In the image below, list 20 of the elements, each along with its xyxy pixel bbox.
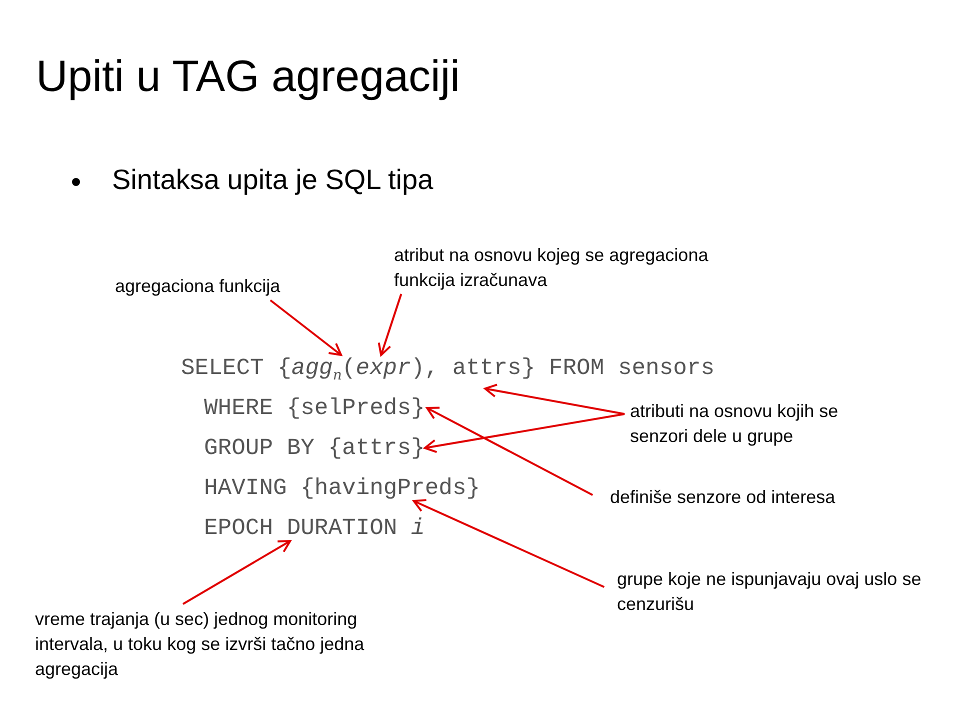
code-line: GROUP BY {attrs}: [204, 435, 425, 461]
slide-title: Upiti u TAG agregaciji: [36, 52, 460, 102]
annotation-text: grupe koje ne ispunjavaju ovaj uslo se cenzurišu: [617, 567, 937, 617]
annotation-text: definiše senzore od interesa: [610, 485, 900, 510]
annotation-text: agregaciona funkcija: [115, 274, 325, 299]
leader-arrow: [484, 384, 625, 415]
annotation-text: atributi na osnovu kojih se senzori dele u grupe: [630, 399, 900, 449]
leader-arrow: [270, 299, 342, 356]
code-line: EPOCH DURATION i: [204, 515, 425, 541]
code-line: WHERE {selPreds}: [204, 395, 425, 421]
leader-arrow: [378, 294, 402, 356]
annotation-text: vreme trajanja (u sec) jednog monitoring intervala, u toku kog se izvrši tačno jedna agregacija: [35, 607, 405, 682]
bullet-text: Sintaksa upita je SQL tipa: [112, 164, 434, 196]
code-line: SELECT {agg$_{n}$(expr), attrs} FROM sensors: [181, 355, 715, 389]
leader-arrow: [182, 540, 292, 605]
leader-arrow: [424, 413, 625, 454]
leader-arrow: [412, 499, 605, 588]
leader-arrow: [426, 406, 594, 496]
code-line: HAVING {havingPreds}: [204, 475, 480, 501]
annotation-text: atribut na osnovu kojeg se agregaciona funkcija izračunava: [394, 243, 754, 293]
